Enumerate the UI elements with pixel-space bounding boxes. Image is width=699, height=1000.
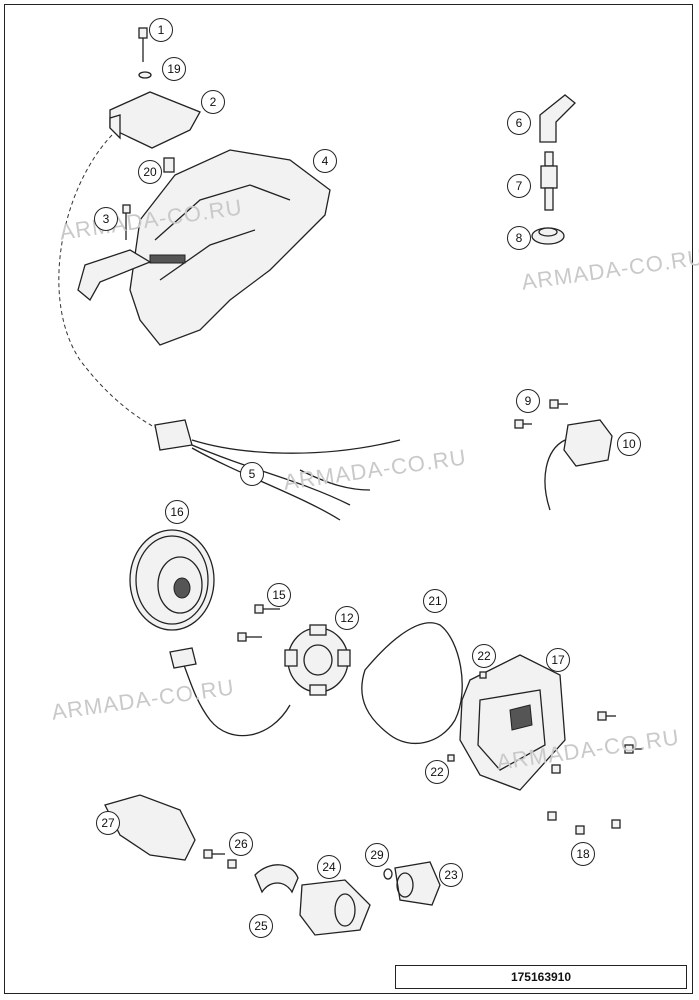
callout-21: 21 xyxy=(423,589,447,613)
control-unit-part-2 xyxy=(109,91,201,149)
ignition-coil-part-10 xyxy=(544,419,613,511)
callout-8: 8 xyxy=(507,226,531,250)
washer-part-19 xyxy=(138,71,152,79)
bolt-part-1 xyxy=(138,27,148,62)
callout-23: 23 xyxy=(439,863,463,887)
callout-19: 19 xyxy=(162,57,186,81)
dowel-part-22-bottom xyxy=(447,754,455,762)
callout-27: 27 xyxy=(96,811,120,835)
callout-3: 3 xyxy=(94,207,118,231)
spark-plug-cap-part-6 xyxy=(539,94,576,143)
seal-part-8 xyxy=(531,227,565,245)
dowel-part-22-top xyxy=(479,671,487,679)
callout-5: 5 xyxy=(240,462,264,486)
bracket-part-4 xyxy=(129,149,331,346)
callout-1: 1 xyxy=(149,18,173,42)
callout-24: 24 xyxy=(317,855,341,879)
callout-6: 6 xyxy=(507,111,531,135)
gasket-part-21 xyxy=(361,622,463,745)
bolts-part-26 xyxy=(203,849,237,869)
callout-15: 15 xyxy=(267,583,291,607)
callout-12: 12 xyxy=(335,606,359,630)
cable-routing-line xyxy=(58,134,161,431)
bolts-part-9 xyxy=(514,399,568,429)
callout-10: 10 xyxy=(617,432,641,456)
spark-plug-part-7 xyxy=(540,151,558,211)
bushing-part-20 xyxy=(163,157,175,173)
wiring-harness-part-5 xyxy=(154,419,401,521)
drawing-number: 175163910 xyxy=(395,965,687,989)
callout-4: 4 xyxy=(313,149,337,173)
ignition-cover-part-17 xyxy=(459,654,566,791)
callout-20: 20 xyxy=(138,160,162,184)
screw-part-3 xyxy=(77,204,152,302)
starter-gear-part-23 xyxy=(394,861,441,906)
starter-motor-part-24 xyxy=(299,879,371,936)
circlip-part-29 xyxy=(383,868,393,880)
starter-bracket-part-27 xyxy=(104,794,196,861)
callout-29: 29 xyxy=(365,843,389,867)
callout-22-bottom: 22 xyxy=(425,760,449,784)
callout-16: 16 xyxy=(165,500,189,524)
screws-part-18 xyxy=(547,711,643,835)
callout-9: 9 xyxy=(516,389,540,413)
callout-18: 18 xyxy=(571,842,595,866)
callout-26: 26 xyxy=(229,832,253,856)
callout-2: 2 xyxy=(201,90,225,114)
callout-25: 25 xyxy=(249,914,273,938)
screws-part-15 xyxy=(237,604,280,642)
callout-17: 17 xyxy=(546,648,570,672)
callout-7: 7 xyxy=(507,174,531,198)
callout-22-top: 22 xyxy=(472,644,496,668)
flywheel-part-16 xyxy=(129,529,215,631)
stator-part-12 xyxy=(169,624,351,737)
clamp-part-25 xyxy=(254,864,299,894)
